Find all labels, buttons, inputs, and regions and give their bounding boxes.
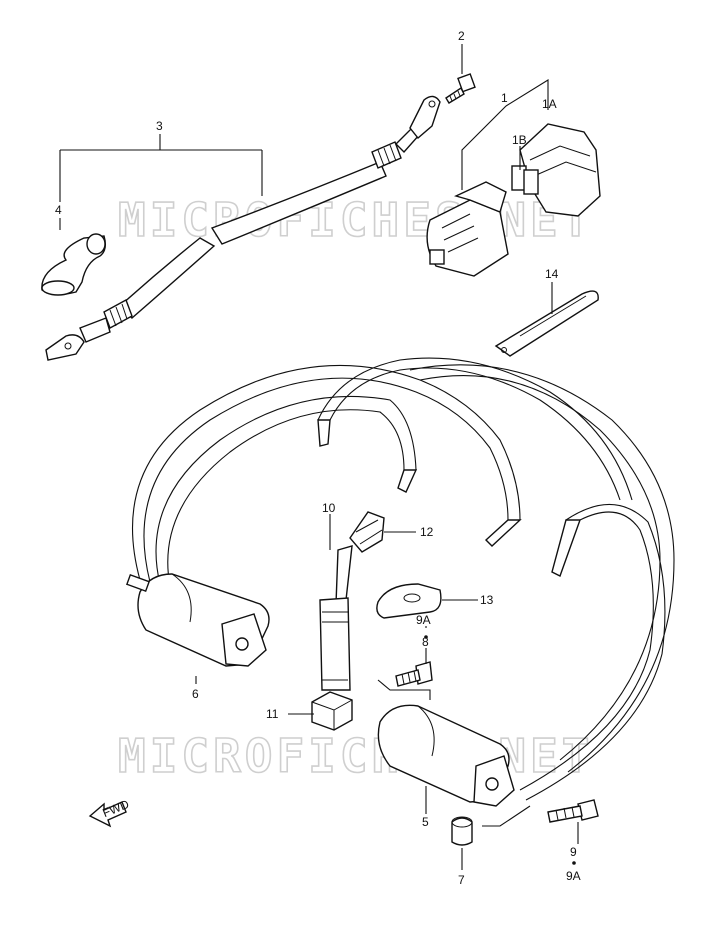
dot-separator <box>424 635 428 639</box>
callout-9A-bottom: 9A <box>566 869 581 883</box>
watermark-bottom: MICROFICHES.NET <box>118 729 593 783</box>
watermark-top: MICROFICHES.NET <box>118 193 593 247</box>
callout-4: 4 <box>55 203 62 217</box>
part-1-connector-assembly <box>426 123 601 277</box>
callout-9A-top: 9A <box>416 613 431 627</box>
callout-1A: 1A <box>542 97 557 111</box>
callout-7: 7 <box>458 873 465 887</box>
part-3-cable <box>45 95 441 361</box>
callout-1B: 1B <box>512 133 527 147</box>
callout-13: 13 <box>480 593 494 607</box>
part-10-plug-cap <box>319 545 353 691</box>
fwd-arrow-icon: FWD <box>88 797 131 828</box>
leader-lines <box>59 44 579 870</box>
callout-6: 6 <box>192 687 199 701</box>
callout-2: 2 <box>458 29 465 43</box>
callout-1: 1 <box>501 91 508 105</box>
callout-11: 11 <box>266 707 279 721</box>
part-6-ignition-coil <box>125 573 270 667</box>
part-11-nut <box>311 691 353 731</box>
callout-12: 12 <box>420 525 434 539</box>
part-14-bracket <box>494 290 599 357</box>
callout-9: 9 <box>570 845 577 859</box>
dot-separator <box>572 861 576 865</box>
callout-14: 14 <box>545 267 559 281</box>
part-4-boot <box>41 233 107 296</box>
part-12-cap <box>349 511 385 553</box>
part-2-bolt <box>445 73 476 104</box>
callout-3: 3 <box>156 119 163 133</box>
ignition-leads <box>131 357 675 801</box>
callout-5: 5 <box>422 815 429 829</box>
part-7-spacer <box>451 816 473 846</box>
part-8-bolt <box>395 661 433 687</box>
part-5-ignition-coil <box>377 704 515 807</box>
part-13-grommet <box>376 583 442 619</box>
callout-8: 8 <box>422 635 429 649</box>
part-9-bolt <box>547 799 599 823</box>
callout-10: 10 <box>322 501 336 515</box>
